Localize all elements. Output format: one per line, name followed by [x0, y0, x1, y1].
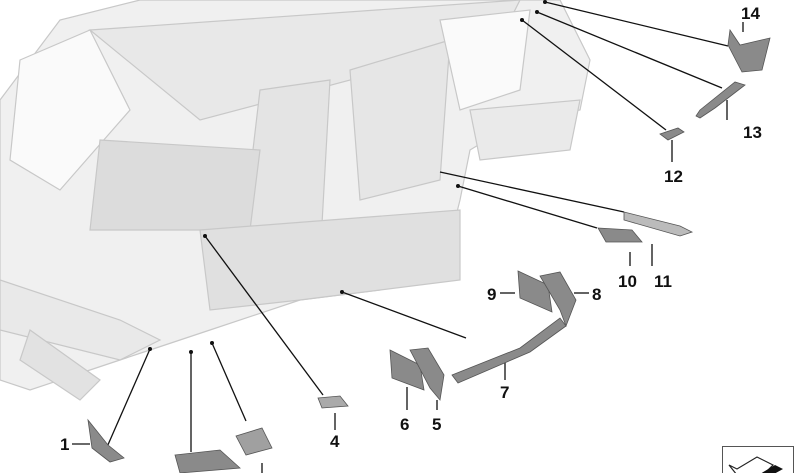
callout-14: 14: [741, 4, 760, 23]
parts: [87, 28, 771, 473]
car-body-illustration: [0, 0, 591, 401]
callout-7: 7: [500, 383, 510, 402]
callout-9: 9: [487, 285, 497, 304]
part-1: [87, 418, 125, 463]
assembly-symbol-icon: [722, 446, 794, 473]
callout-12: 13: [743, 123, 762, 142]
part-11: [597, 227, 643, 243]
leader-dots: [148, 0, 547, 354]
part-5: [409, 347, 445, 401]
callout-13: 12: [664, 167, 683, 186]
part-10: [623, 211, 694, 237]
callout-6: 6: [400, 415, 410, 434]
part-13: [659, 127, 685, 141]
callout-8: 8: [592, 285, 602, 304]
part-2: [174, 449, 241, 473]
callout-10: 11: [654, 272, 672, 291]
part-9: [517, 270, 553, 313]
callout-11: 10: [618, 272, 637, 291]
part-14: [727, 28, 771, 73]
part-3: [235, 427, 273, 456]
part-6: [389, 349, 425, 391]
part-7: [451, 317, 567, 384]
part-4: [317, 395, 349, 409]
leader-lines: [72, 1, 744, 473]
callout-4: 4: [330, 432, 340, 451]
part-12: [695, 81, 746, 119]
callout-1: 1: [60, 435, 70, 454]
callout-5: 5: [432, 415, 442, 434]
part-8: [539, 271, 577, 328]
